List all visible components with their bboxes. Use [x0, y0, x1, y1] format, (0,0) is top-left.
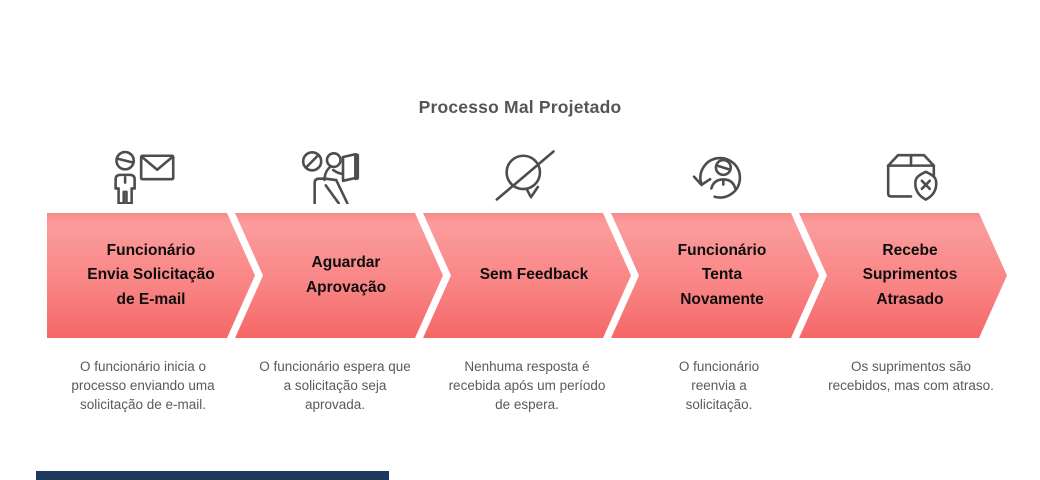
diagram-title: Processo Mal Projetado: [418, 97, 622, 117]
step-heading-4: Funcionário Tenta Novamente: [677, 241, 767, 308]
step-heading-5: Recebe Suprimentos Atrasado: [862, 241, 958, 308]
step-arrow-3: Sem Feedback: [423, 213, 631, 338]
desc-cell: O funcionário espera que a solicitação s…: [239, 358, 431, 415]
desc-cell: Nenhuma resposta é recebida após um perí…: [431, 358, 623, 415]
step-description-5: Os suprimentos são recebidos, mas com at…: [828, 359, 994, 393]
employee-retry-icon: [692, 156, 742, 199]
icon-cell: [47, 144, 239, 204]
step-description-2: O funcionário espera que a solicitação s…: [259, 359, 411, 412]
icon-cell: [239, 144, 431, 204]
descriptions-row: O funcionário inicia o processo enviando…: [47, 358, 1007, 415]
delayed-supplies-box-icon: [886, 153, 938, 201]
step-heading-2: Aguardar Aprovação: [305, 254, 387, 296]
no-feedback-chat-icon: [495, 150, 555, 201]
arrows-row: Funcionário Envia Solicitação de E-mail …: [47, 213, 1007, 338]
step-arrow-1: Funcionário Envia Solicitação de E-mail: [47, 213, 255, 338]
icon-cell: [431, 144, 623, 204]
desc-cell: O funcionário inicia o processo enviando…: [47, 358, 239, 415]
desc-cell: O funcionário reenvia a solicitação.: [623, 358, 815, 415]
icon-cell: [815, 144, 1007, 204]
step-heading-1: Funcionário Envia Solicitação de E-mail: [87, 241, 215, 308]
step-heading-3: Sem Feedback: [479, 266, 589, 284]
desc-cell: Os suprimentos são recebidos, mas com at…: [815, 358, 1007, 415]
step-description-1: O funcionário inicia o processo enviando…: [71, 359, 215, 412]
step-arrow-2: Aguardar Aprovação: [235, 213, 443, 338]
waiting-approval-icon: [301, 151, 360, 204]
step-description-4: O funcionário reenvia a solicitação.: [678, 359, 760, 412]
icons-row: [47, 144, 1007, 204]
step-description-3: Nenhuma resposta é recebida após um perí…: [448, 359, 606, 412]
employee-sends-email-icon: [114, 150, 175, 204]
bottom-bar: [36, 471, 389, 480]
icon-cell: [623, 144, 815, 204]
step-arrow-4: Funcionário Tenta Novamente: [611, 213, 819, 338]
step-arrow-5: Recebe Suprimentos Atrasado: [799, 213, 1007, 338]
